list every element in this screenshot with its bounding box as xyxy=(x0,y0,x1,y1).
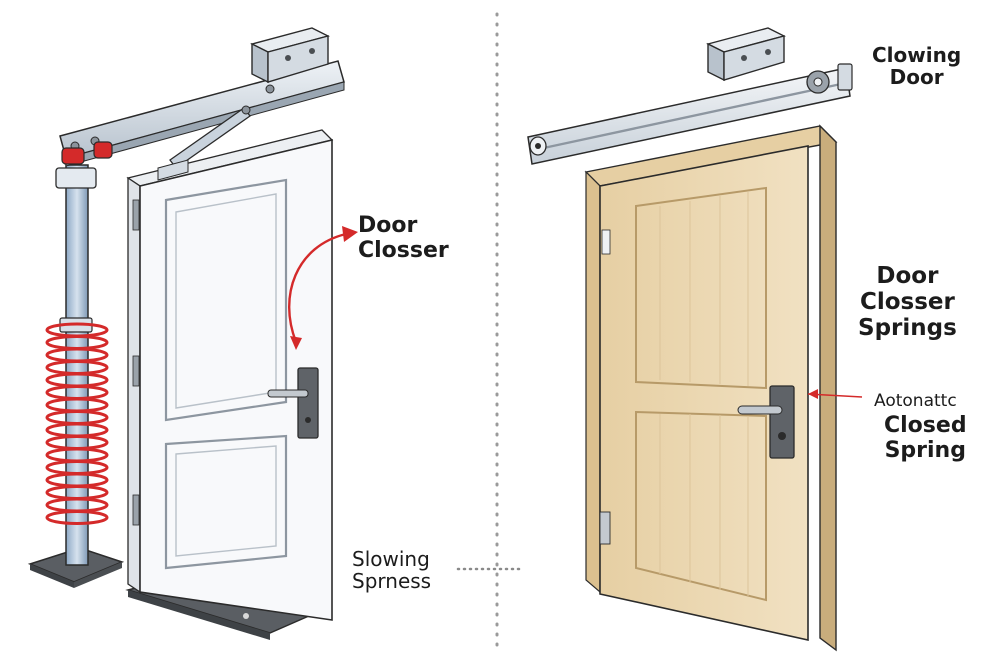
right-mounting-block xyxy=(706,27,786,82)
label-door-closser-springs: Door Closser Springs xyxy=(858,263,957,341)
wooden-door xyxy=(599,145,809,641)
spring-coil-loop xyxy=(45,510,109,525)
label-automatic: Aotonattc xyxy=(874,391,957,411)
right-sliding-track xyxy=(527,63,853,165)
wooden-door-frame xyxy=(584,124,838,652)
closer-pole xyxy=(55,164,97,566)
label-door-closer: Door Closser xyxy=(358,213,449,263)
coil-spring-icon xyxy=(45,322,109,525)
label-closed-spring: Closed Spring xyxy=(884,413,967,463)
label-clowing-door: Clowing Door xyxy=(872,43,962,90)
label-slowing-sprness: Slowing Sprness xyxy=(352,547,432,594)
white-door xyxy=(126,129,334,621)
automatic-leader-line xyxy=(807,389,863,399)
red-pivot-bracket xyxy=(61,141,113,165)
left-door-handle xyxy=(267,367,319,439)
mounting-block xyxy=(250,27,330,84)
curved-arrow-icon xyxy=(288,226,358,350)
right-door-handle xyxy=(737,385,795,459)
